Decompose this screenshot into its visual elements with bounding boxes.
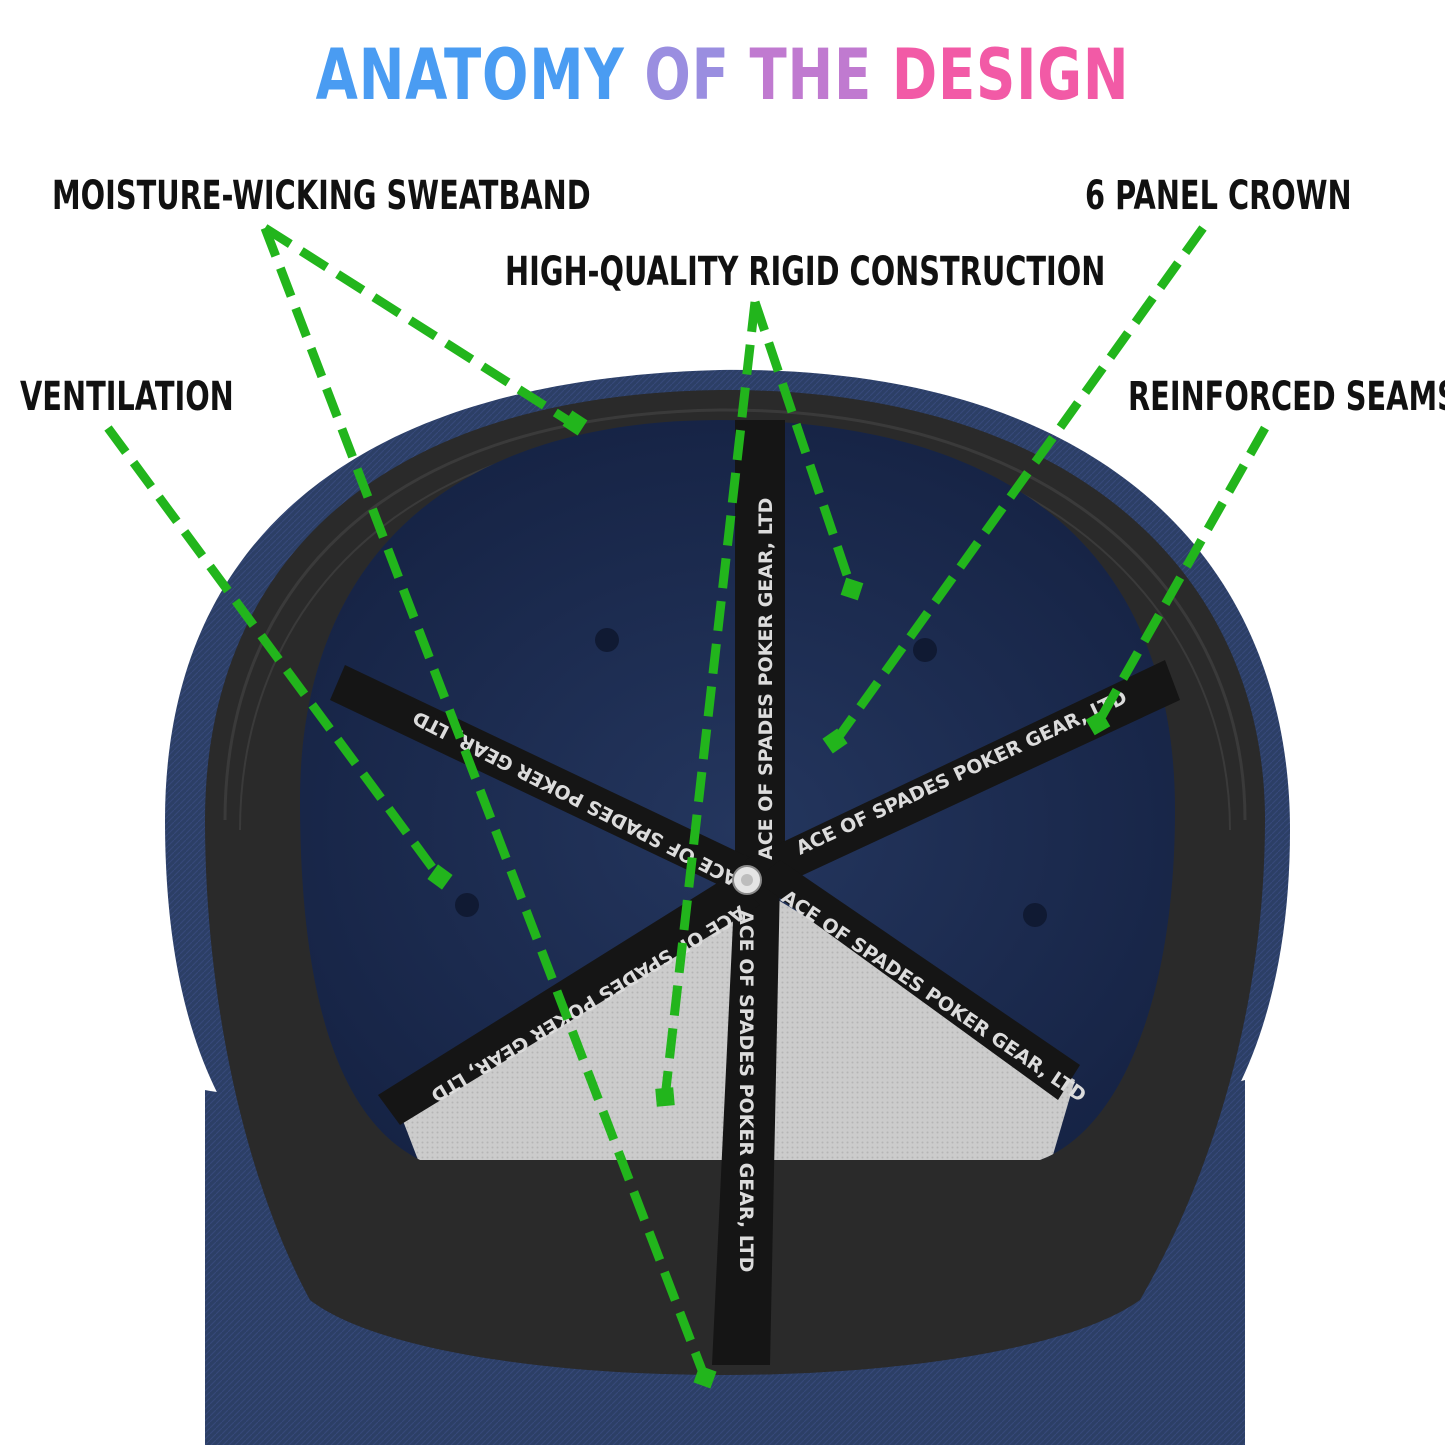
page-title: ANATOMY OF THE DESIGN bbox=[159, 40, 1286, 110]
eyelet bbox=[595, 628, 619, 652]
eyelet bbox=[913, 638, 937, 662]
mesh-panel-right bbox=[745, 880, 1075, 1160]
eyelet bbox=[455, 893, 479, 917]
label-crown: 6 PANEL CROWN bbox=[1085, 173, 1352, 219]
label-construction: HIGH-QUALITY RIGID CONSTRUCTION bbox=[505, 249, 1106, 295]
title-word-3: THE bbox=[749, 34, 873, 116]
title-word-1: ANATOMY bbox=[315, 34, 625, 116]
label-ventilation: VENTILATION bbox=[20, 374, 234, 420]
title-word-2: OF bbox=[644, 34, 730, 116]
tape-text-bottom: ACE OF SPADES POKER GEAR, LTD bbox=[735, 910, 757, 1272]
title-word-4: DESIGN bbox=[891, 34, 1130, 116]
eyelet bbox=[1023, 903, 1047, 927]
seam-tapes bbox=[330, 420, 1180, 1365]
pointer-lines bbox=[104, 224, 1269, 1380]
label-seams: REINFORCED SEAMS bbox=[1128, 374, 1445, 420]
tape-text-top: ACE OF SPADES POKER GEAR, LTD bbox=[755, 498, 777, 860]
pointer-tips bbox=[427, 410, 1111, 1389]
label-sweatband: MOISTURE-WICKING SWEATBAND bbox=[52, 173, 591, 219]
